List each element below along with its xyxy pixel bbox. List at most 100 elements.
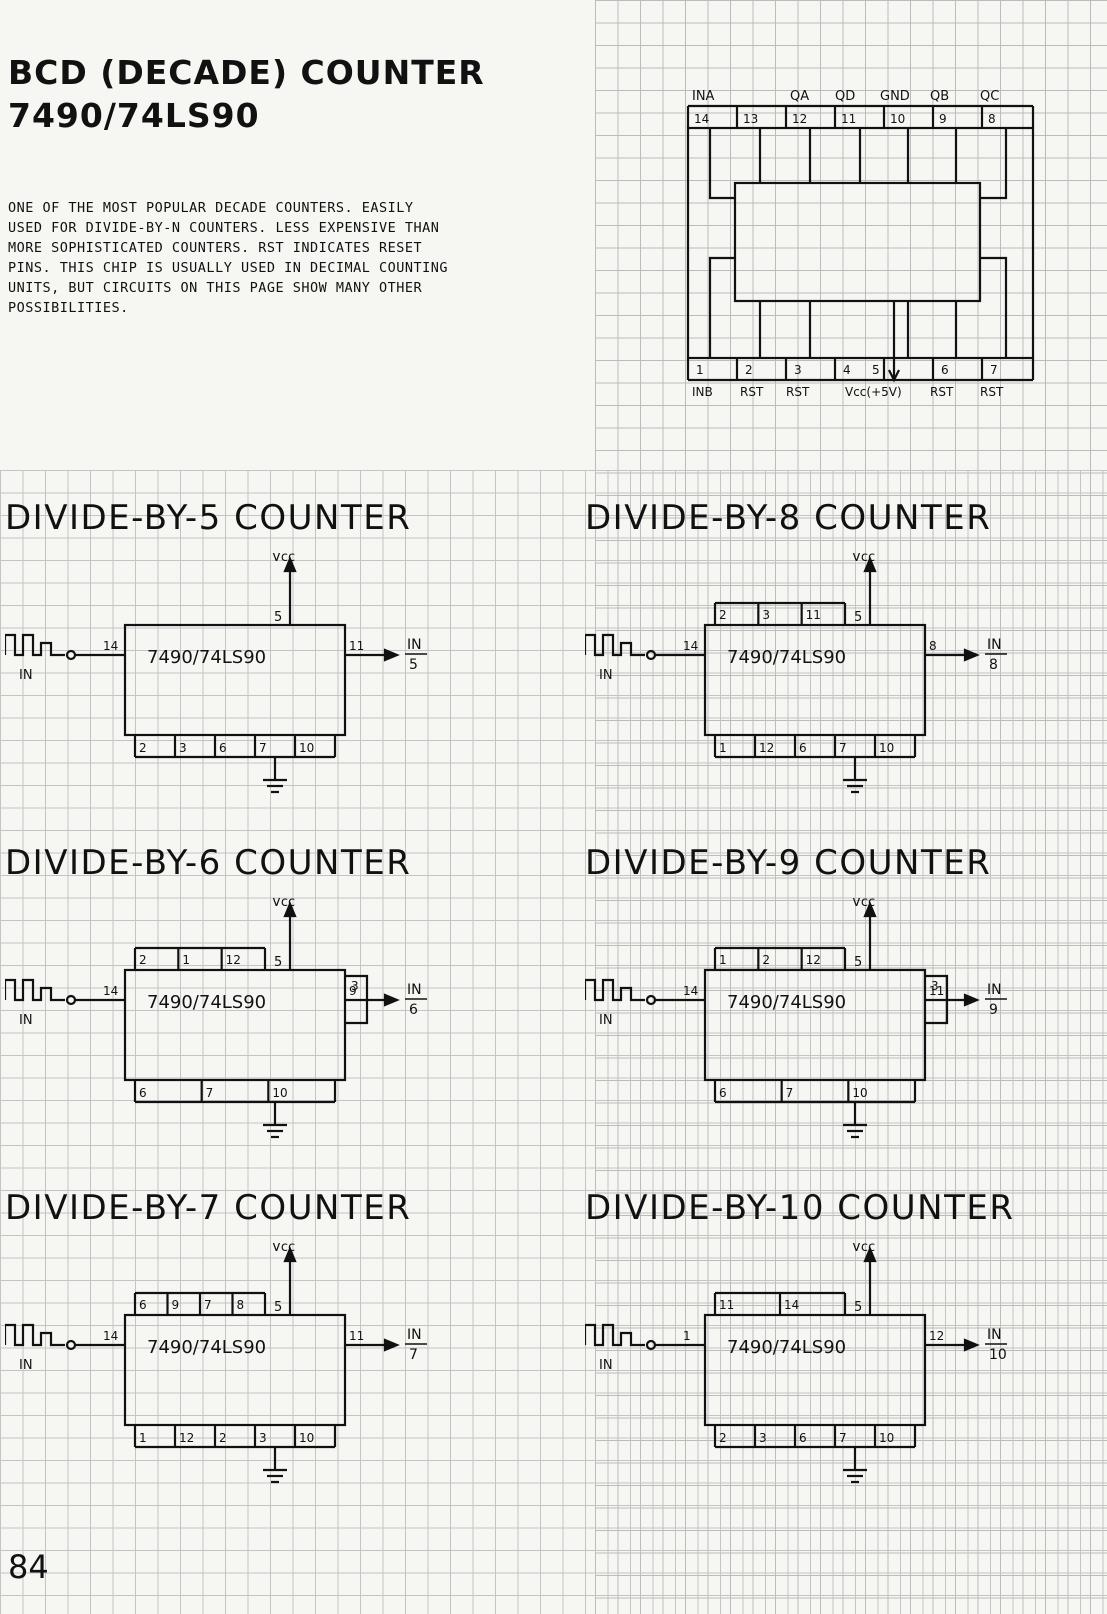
pin-number: 10 [272, 1086, 287, 1100]
pin-number: 1 [719, 741, 727, 755]
pin-number: 7 [259, 741, 267, 755]
input-label: IN [19, 1013, 33, 1028]
vcc-label: Vcc [852, 1243, 875, 1255]
chip-body [123, 1313, 347, 1427]
pin-number: 12 [226, 953, 241, 967]
pin-number: 7 [786, 1086, 794, 1100]
ground-icon [843, 778, 867, 794]
input-pulse-icon [585, 1323, 645, 1347]
pin-label-qa: QA [790, 89, 809, 104]
chip-body [703, 968, 927, 1082]
pin-number: 12 [759, 741, 774, 755]
pin-number: 6 [941, 363, 949, 377]
output-fraction-den: 7 [409, 1347, 418, 1363]
pin-label-gnd: GND [880, 89, 910, 104]
pin-number: 6 [719, 1086, 727, 1100]
pin-number: 12 [792, 112, 807, 126]
pin-number: 1 [182, 953, 190, 967]
pin-label-rst: RST [786, 385, 810, 398]
ground-icon [263, 1468, 287, 1484]
output-arrow-icon [963, 648, 980, 662]
output-arrow-icon [963, 1338, 980, 1352]
pin-number: 8 [988, 112, 996, 126]
pin-number: 3 [759, 1431, 767, 1445]
pin-number: 14 [694, 112, 709, 126]
pin-number: 1 [139, 1431, 147, 1445]
output-fraction-num: IN [987, 982, 1002, 998]
output-fraction-den: 5 [409, 657, 418, 673]
pin-number: 14 [784, 1298, 799, 1312]
title-line-1: BCD (DECADE) COUNTER [8, 53, 485, 92]
circuit-title: DIVIDE-BY-9 COUNTER [585, 843, 992, 883]
chip-body [703, 623, 927, 737]
pin-number: 11 [719, 1298, 734, 1312]
pin-number: 5 [274, 610, 282, 625]
output-fraction-num: IN [407, 637, 422, 653]
title-line-2: 7490/74LS90 [8, 95, 260, 135]
pin-number: 10 [852, 1086, 867, 1100]
ground-icon [843, 1468, 867, 1484]
pin-number: 2 [219, 1431, 227, 1445]
input-label: IN [599, 1358, 613, 1373]
pin-number: 1 [696, 363, 704, 377]
pin-label-ina: INA [692, 89, 715, 104]
pin-number: 5 [854, 1300, 862, 1315]
pin-number: 5 [854, 610, 862, 625]
pin-number: 14 [103, 984, 118, 998]
pin-number: 5 [274, 1300, 282, 1315]
pin-label-rst: RST [740, 385, 764, 398]
pin-label-rst: RST [980, 385, 1004, 398]
pinout-diagram: INA QA QD GND QB QC 14 13 12 11 10 9 8 1… [686, 89, 1035, 398]
output-fraction-num: IN [407, 1327, 422, 1343]
pin-number: 6 [139, 1086, 147, 1100]
pin-number: 6 [799, 1431, 807, 1445]
input-pulse-icon [585, 978, 645, 1002]
circuit-title: DIVIDE-BY-6 COUNTER [5, 843, 412, 883]
chip-label: 7490/74LS90 [727, 992, 846, 1013]
pin-label-rst: RST [930, 385, 954, 398]
input-label: IN [599, 668, 613, 683]
page-title: BCD (DECADE) COUNTER 7490/74LS90 [8, 52, 485, 138]
output-arrow-icon [383, 1338, 400, 1352]
output-fraction-num: IN [407, 982, 422, 998]
circuit-title: DIVIDE-BY-8 COUNTER [585, 498, 992, 538]
pin-number: 14 [103, 1329, 118, 1343]
pin-number: 2 [719, 1431, 727, 1445]
pin-number: 11 [806, 608, 821, 622]
pin-label-inb: INB [692, 385, 713, 398]
chip-label: 7490/74LS90 [727, 1337, 846, 1358]
pin-number: 7 [839, 741, 847, 755]
input-pulse-icon [5, 633, 65, 657]
ground-icon [263, 778, 287, 794]
output-fraction-den: 9 [989, 1002, 998, 1018]
chip-label: 7490/74LS90 [147, 647, 266, 668]
pin-number: 4 [843, 363, 851, 377]
vcc-label: Vcc [272, 553, 295, 565]
pin-label-vcc: Vcc(+5V) [845, 385, 902, 398]
output-fraction-num: IN [987, 1327, 1002, 1343]
circuit-title: DIVIDE-BY-10 COUNTER [585, 1188, 1015, 1228]
ground-icon [843, 1123, 867, 1139]
pin-number: 14 [103, 639, 118, 653]
output-fraction-den: 10 [989, 1347, 1007, 1363]
pin-number: 12 [179, 1431, 194, 1445]
input-label: IN [19, 668, 33, 683]
chip-label: 7490/74LS90 [727, 647, 846, 668]
page-number: 84 [8, 1548, 49, 1586]
pin-number: 10 [879, 741, 894, 755]
input-pulse-icon [5, 1323, 65, 1347]
pin-number: 5 [872, 363, 880, 377]
pin-label-qb: QB [930, 89, 949, 104]
output-arrow-icon [963, 993, 980, 1007]
pin-number: 2 [719, 608, 727, 622]
pin-number: 2 [762, 953, 770, 967]
pin-number: 11 [841, 112, 856, 126]
graph-paper-grid-lower [0, 470, 1107, 1614]
